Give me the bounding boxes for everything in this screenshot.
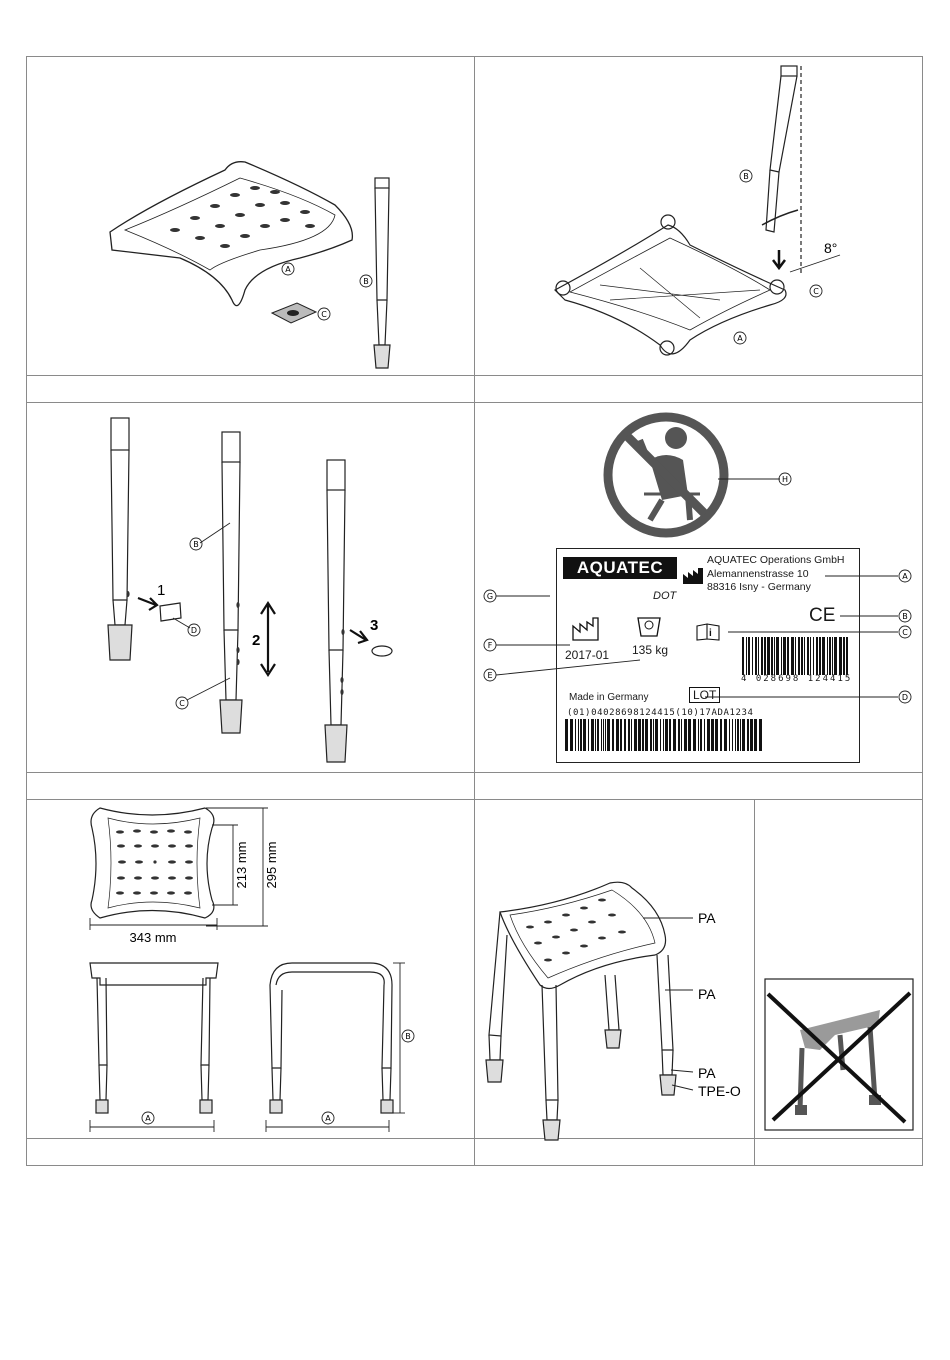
material-tip: TPE-O [698, 1083, 741, 1099]
stool-holes [526, 899, 626, 962]
stool-illustration [486, 882, 676, 1140]
material-seat: PA [698, 910, 716, 926]
material-foot: PA [698, 1065, 716, 1081]
material-leg: PA [698, 986, 716, 1002]
incorrect-use-warning [765, 979, 913, 1130]
